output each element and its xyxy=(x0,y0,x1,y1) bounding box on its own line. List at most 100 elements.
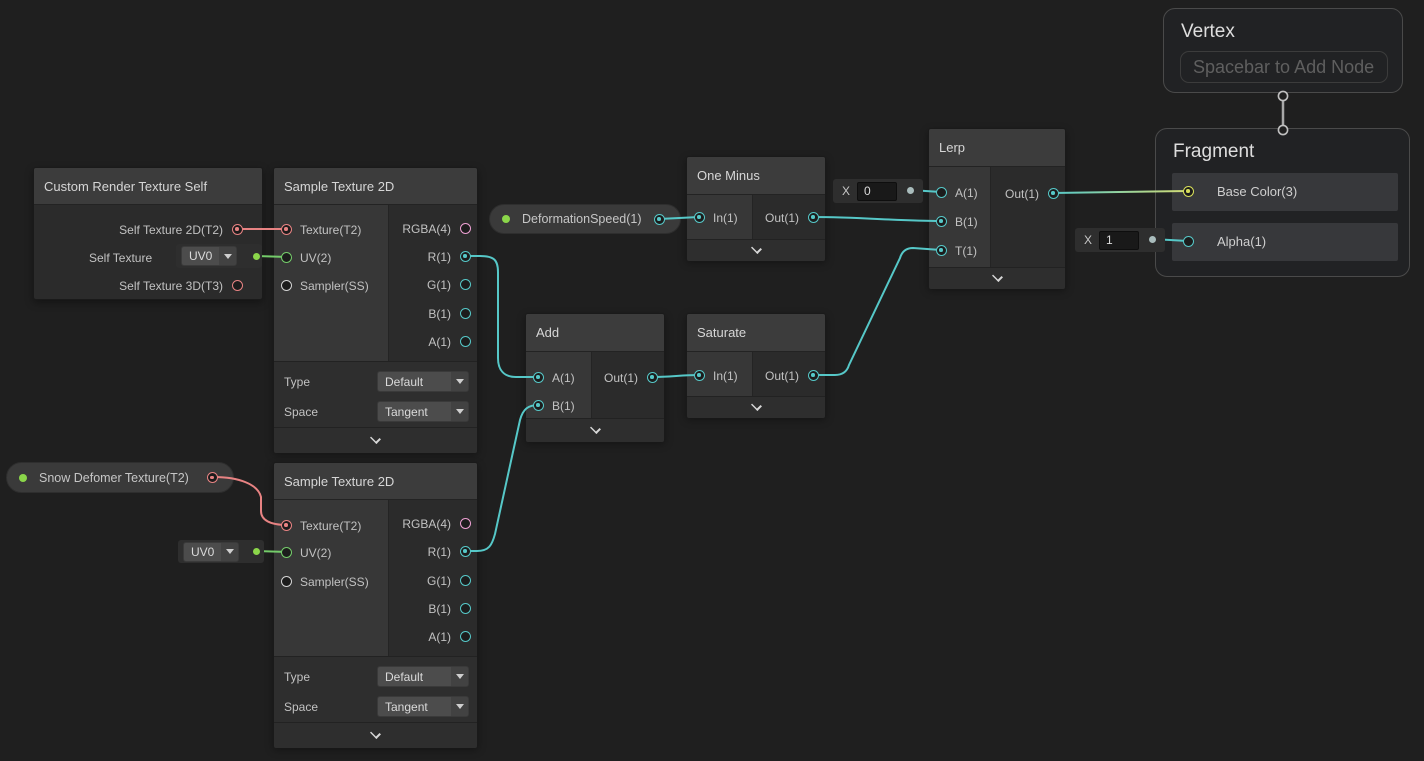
sample-texture-2d-top-uv-2-input-port[interactable] xyxy=(280,251,292,263)
chevron-down-icon[interactable] xyxy=(370,433,381,444)
base-color-3-label: Base Color(3) xyxy=(1217,184,1298,199)
sample-texture-2d-bottom-uv-2-input-port[interactable] xyxy=(280,546,292,558)
space-dropdown[interactable]: Tangent xyxy=(377,401,469,422)
sample-texture-2d-bottom-g-1-output-port[interactable] xyxy=(459,574,471,586)
spacebar-add-node-hint: Spacebar to Add Node xyxy=(1180,51,1388,83)
wire-8[interactable] xyxy=(1052,190,1189,194)
default-connector-dot-icon xyxy=(252,547,260,555)
add-out-1-output-port[interactable] xyxy=(646,371,658,383)
one-minus-in-1-input-port[interactable] xyxy=(693,211,705,223)
lerp-t-1-input-port[interactable] xyxy=(935,244,947,256)
node-title: One Minus xyxy=(687,157,825,195)
wire-3[interactable] xyxy=(465,404,540,552)
sample-texture-2d-top-g-1-output-port[interactable] xyxy=(459,278,471,290)
chevron-down-icon[interactable] xyxy=(589,423,601,434)
out-1-output-label: Out(1) xyxy=(603,371,638,385)
snow-deformer-texture-output-port[interactable] xyxy=(206,472,218,483)
float-default-widget: X xyxy=(833,179,923,203)
b-1-output-label: B(1) xyxy=(428,307,451,321)
dropdown-value: Default xyxy=(385,374,424,389)
port-connected-dot xyxy=(284,227,288,231)
port-connected-dot xyxy=(536,375,540,379)
chevron-down-icon[interactable] xyxy=(750,400,762,411)
add-b-1-input-port[interactable] xyxy=(532,399,544,411)
lerp-b-1-input-port[interactable] xyxy=(935,215,947,227)
lerp-out-1-output-port[interactable] xyxy=(1047,187,1059,199)
float-x-label: X xyxy=(1084,233,1093,247)
sample-texture-2d-top-b-1-output-port[interactable] xyxy=(459,307,471,319)
fragment-base-color-3-port[interactable] xyxy=(1182,185,1194,197)
sample-texture-2d-top-a-1-output-port[interactable] xyxy=(459,335,471,347)
uv-channel-widget: UV0 xyxy=(176,244,262,268)
property-pill-label: DeformationSpeed(1) xyxy=(522,212,642,226)
snow-deformer-texture-property-pill[interactable]: Snow Defomer Texture(T2) xyxy=(6,462,234,493)
sample-texture-2d-bottom-r-1-output-port[interactable] xyxy=(459,545,471,557)
type-dropdown[interactable]: Default xyxy=(377,371,469,392)
custom-render-texture-self-self-texture-3d-t3-output-port[interactable] xyxy=(231,279,243,291)
sample-texture-2d-bottom-texture-t2-input-port[interactable] xyxy=(280,519,292,531)
deformation-speed-property-pill[interactable]: DeformationSpeed(1) xyxy=(489,204,681,234)
node-title: Lerp xyxy=(929,129,1065,167)
float-value-input[interactable] xyxy=(1099,230,1140,250)
sampler-ss-input-label: Sampler(SS) xyxy=(300,279,369,293)
b-1-input-label: B(1) xyxy=(552,399,575,413)
add-a-1-input-port[interactable] xyxy=(532,371,544,383)
space-dropdown[interactable]: Tangent xyxy=(377,696,469,717)
port-connected-dot xyxy=(697,373,701,377)
port-connected-dot xyxy=(650,375,654,379)
port-connected-dot xyxy=(939,219,943,223)
saturate-in-1-input-port[interactable] xyxy=(693,369,705,381)
sample-texture-2d-top-rgba-4-output-port[interactable] xyxy=(459,222,471,234)
dropdown-value: Tangent xyxy=(385,699,428,714)
chevron-down-icon[interactable] xyxy=(750,243,762,254)
alpha-1-block-row[interactable]: Alpha(1) xyxy=(1172,223,1398,261)
sample-texture-2d-top-texture-t2-input-port[interactable] xyxy=(280,223,292,235)
alpha-1-label: Alpha(1) xyxy=(1217,234,1267,249)
sample-texture-2d-bottom-a-1-output-port[interactable] xyxy=(459,630,471,642)
deformation-speed-output-port[interactable] xyxy=(653,213,665,225)
float-x-label: X xyxy=(842,184,851,198)
type-dropdown[interactable]: Default xyxy=(377,666,469,687)
one-minus-out-1-output-port[interactable] xyxy=(807,211,819,223)
wire-7[interactable] xyxy=(813,246,942,376)
type-option-label: Type xyxy=(284,375,311,389)
wire-4[interactable] xyxy=(658,216,700,220)
triangle-down-icon xyxy=(455,674,464,679)
sample-texture-2d-top-r-1-output-port[interactable] xyxy=(459,250,471,262)
out-1-output-label: Out(1) xyxy=(764,211,799,225)
sample-texture-2d-bottom-b-1-output-port[interactable] xyxy=(459,602,471,614)
wire-5[interactable] xyxy=(812,216,942,222)
dropdown-arrow-icon xyxy=(451,372,468,391)
fragment-alpha-1-port[interactable] xyxy=(1182,235,1194,247)
dropdown-value: Default xyxy=(385,669,424,684)
wire-2[interactable] xyxy=(465,255,539,378)
uv-channel-dropdown[interactable]: UV0 xyxy=(183,541,239,562)
base-color-3-block-row[interactable]: Base Color(3) xyxy=(1172,173,1398,211)
custom-render-texture-self-self-texture-2d-t2-output-port[interactable] xyxy=(231,223,243,235)
default-connector-dot-icon xyxy=(1148,235,1156,243)
saturate-out-1-output-port[interactable] xyxy=(807,369,819,381)
sample-texture-2d-top-sampler-ss-input-port[interactable] xyxy=(280,279,292,291)
sample-texture-2d-bottom-rgba-4-output-port[interactable] xyxy=(459,517,471,529)
float-value-input[interactable] xyxy=(857,181,898,201)
out-1-output-label: Out(1) xyxy=(1004,187,1039,201)
sample-texture-2d-bottom-sampler-ss-input-port[interactable] xyxy=(280,575,292,587)
uv-channel-dropdown[interactable]: UV0 xyxy=(181,246,237,266)
texture-t2-input-label: Texture(T2) xyxy=(300,223,362,237)
wire-11[interactable] xyxy=(213,476,288,526)
chevron-down-icon[interactable] xyxy=(991,271,1003,282)
in-1-input-label: In(1) xyxy=(713,211,738,225)
lerp-a-1-input-port[interactable] xyxy=(935,186,947,198)
uv-channel-widget: UV0 xyxy=(178,540,264,563)
chevron-down-icon[interactable] xyxy=(370,728,381,739)
